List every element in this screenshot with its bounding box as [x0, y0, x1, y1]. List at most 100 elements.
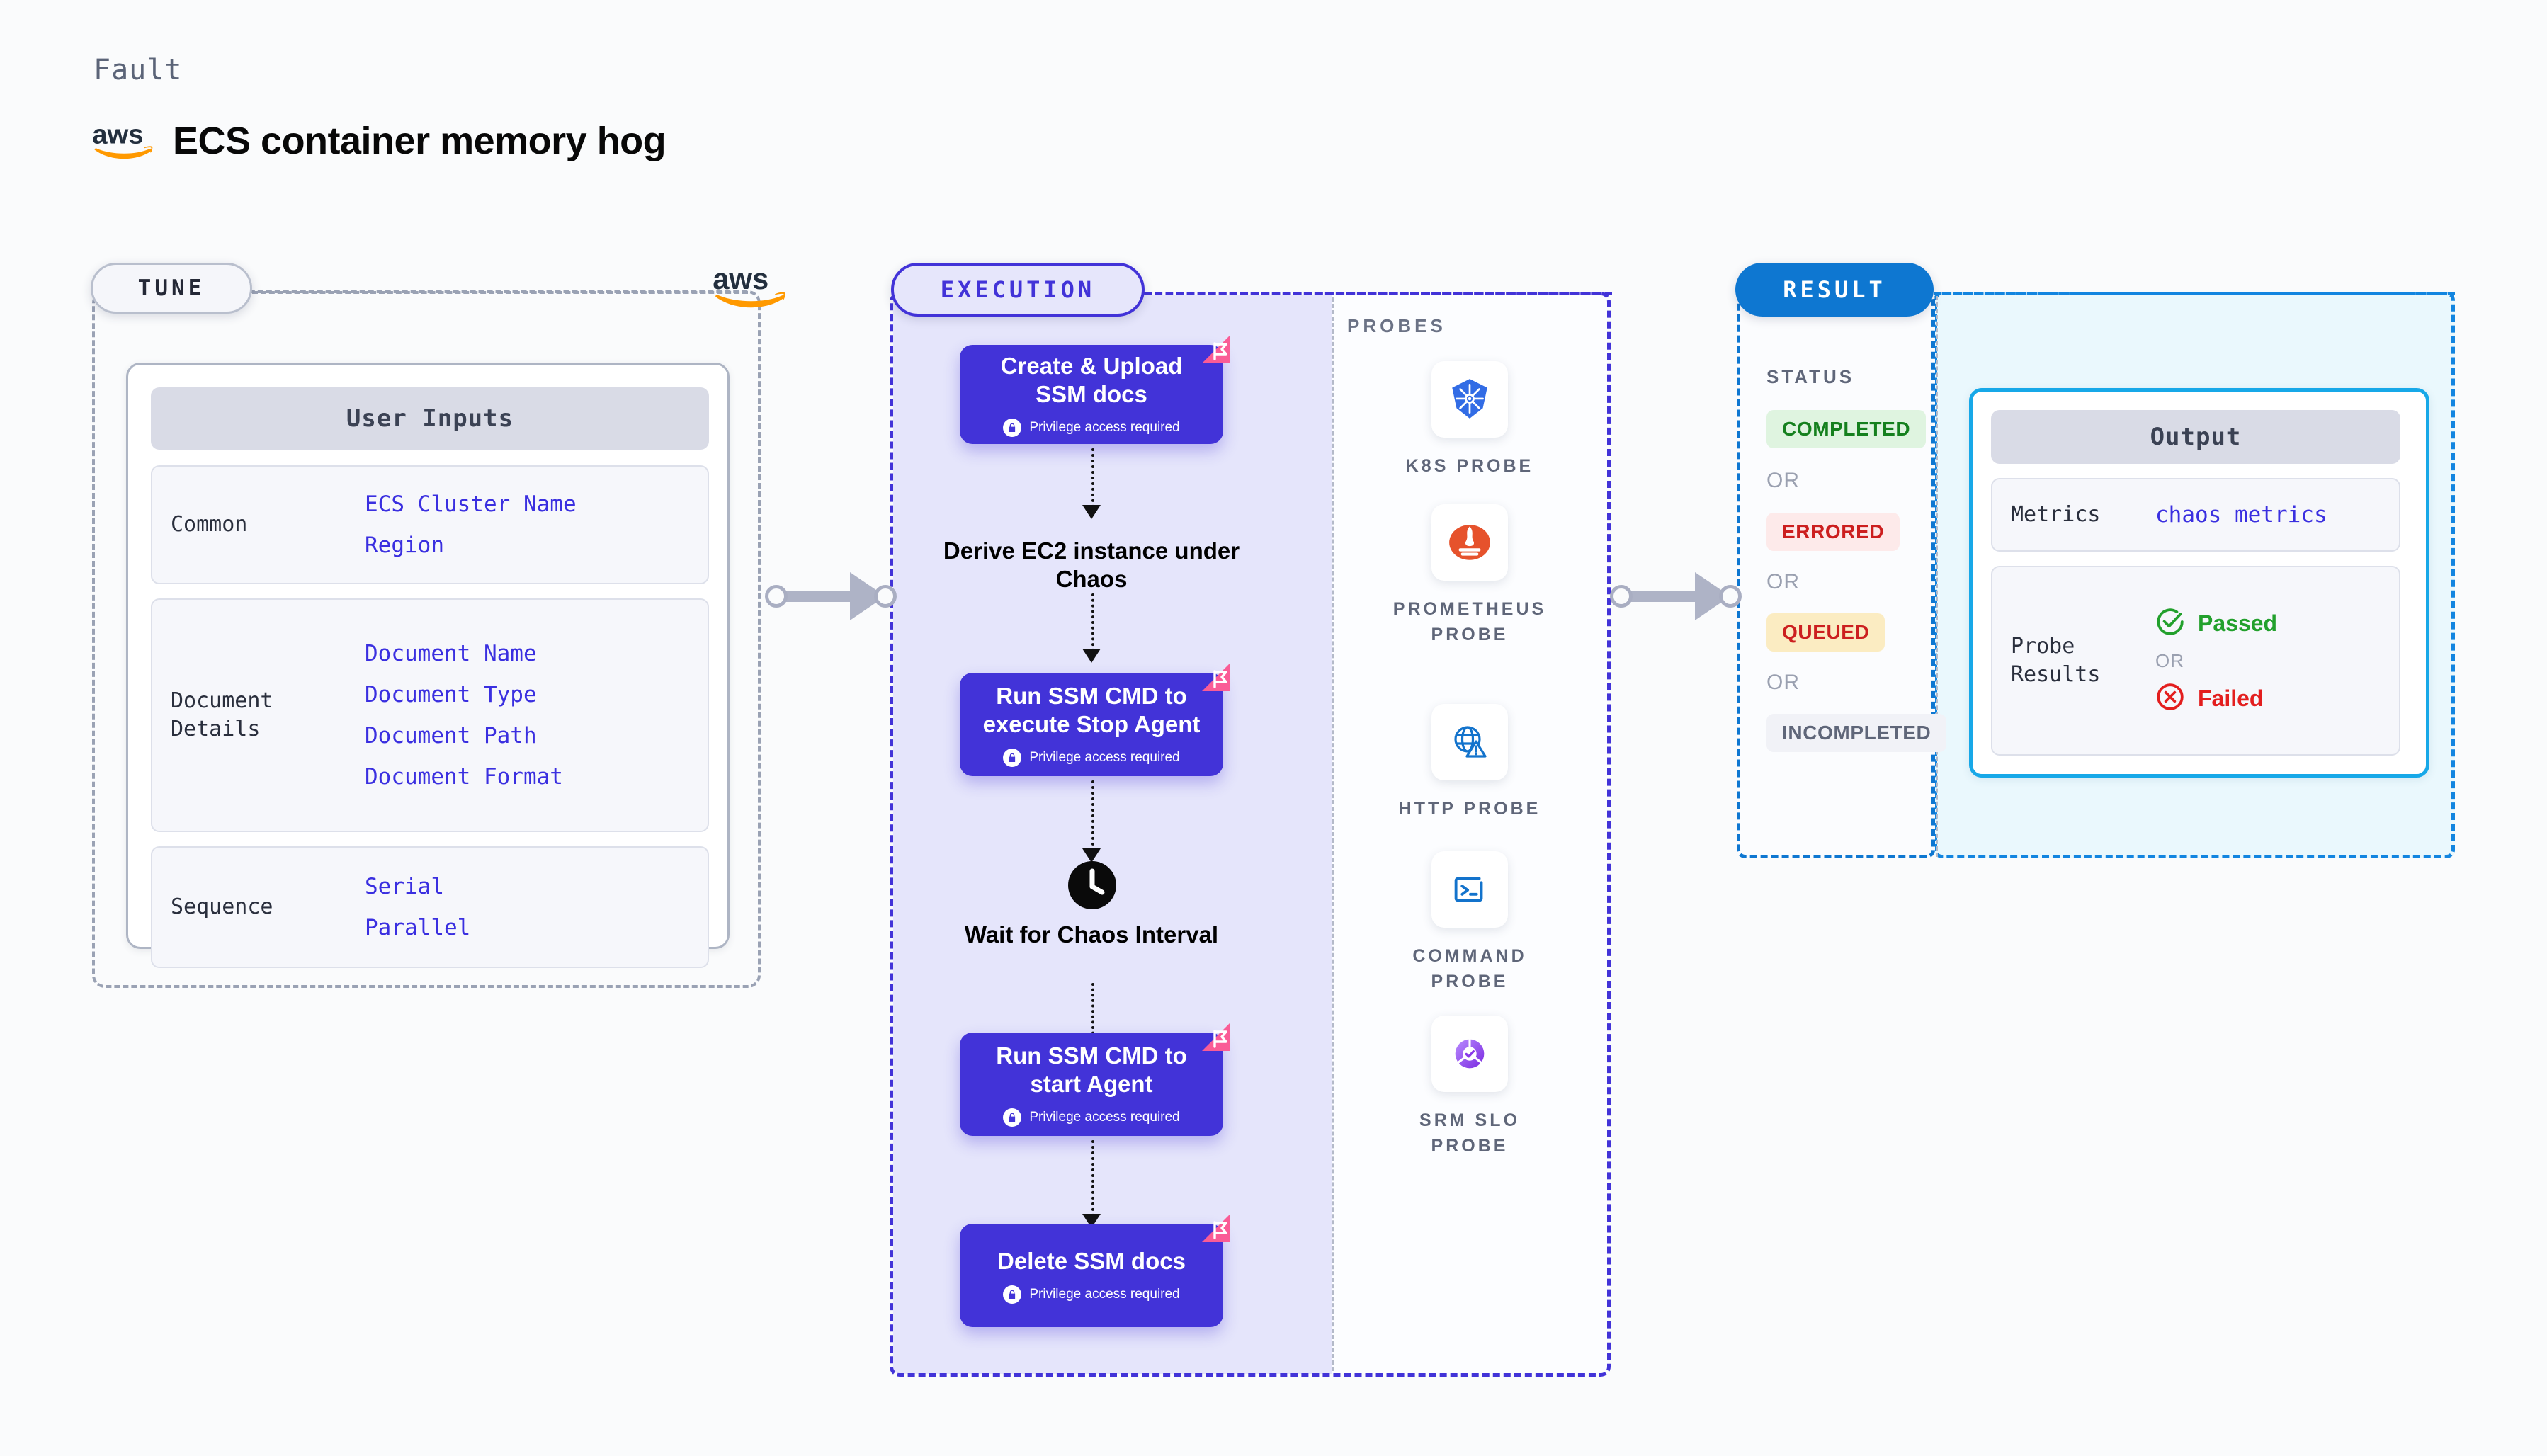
or-separator: OR	[1766, 469, 1800, 492]
user-inputs-title: User Inputs	[151, 387, 709, 450]
probe-label: PROMETHEUS PROBE	[1392, 599, 1547, 645]
input-value[interactable]: ECS Cluster Name	[365, 491, 577, 517]
http-globe-warning-icon	[1431, 704, 1508, 780]
lock-icon	[1003, 749, 1022, 768]
output-metrics-label: Metrics	[2011, 501, 2101, 527]
output-card: Output Metrics chaos metrics Probe Resul…	[1969, 388, 2429, 778]
connector-tune-to-execution	[765, 572, 897, 620]
probe-srm-slo[interactable]: SRM SLO PROBE	[1378, 1016, 1562, 1159]
flow-step-create-upload-ssm-docs[interactable]: Create & Upload SSM docs Privilege acces…	[960, 335, 1230, 444]
input-group-values: Serial Parallel	[365, 874, 470, 940]
execution-flow-background	[893, 295, 1332, 1374]
execution-pill-label[interactable]: EXECUTION	[891, 263, 1145, 317]
status-section-label: STATUS	[1766, 366, 1855, 387]
aws-logo-icon: aws	[91, 119, 156, 163]
input-group-common: Common ECS Cluster Name Region	[151, 465, 709, 584]
probe-http[interactable]: HTTP PROBE	[1378, 704, 1562, 821]
flow-step-run-ssm-cmd-start-agent[interactable]: Run SSM CMD to start Agent Privilege acc…	[960, 1023, 1230, 1136]
flow-edge	[1091, 593, 1094, 652]
output-title: Output	[1991, 410, 2400, 464]
flow-edge	[1091, 983, 1094, 1045]
or-separator: OR	[2155, 649, 2184, 671]
input-value[interactable]: Document Name	[365, 641, 537, 666]
flag-corner-icon	[1199, 1211, 1233, 1245]
page-title-row: aws ECS container memory hog	[91, 119, 666, 163]
probe-result-passed-label: Passed	[2198, 610, 2278, 636]
probe-label: HTTP PROBE	[1398, 799, 1541, 819]
result-dashed-connector	[1934, 292, 2455, 295]
input-value[interactable]: Document Format	[365, 764, 563, 790]
flow-arrowhead-icon	[1082, 848, 1101, 863]
privilege-note: Privilege access required	[1003, 1285, 1180, 1304]
connector-start-dot	[1610, 585, 1633, 608]
flow-arrowhead-icon	[1082, 505, 1101, 519]
status-badge-incompleted: INCOMPLETED	[1766, 714, 1947, 752]
result-status-panel	[1737, 292, 1935, 858]
probe-result-failed: Failed	[2155, 682, 2277, 715]
input-group-label: Common	[171, 511, 248, 537]
lock-icon	[1003, 1285, 1022, 1304]
input-value[interactable]: Region	[365, 533, 444, 558]
flow-step-title: Run SSM CMD to execute Stop Agent	[982, 682, 1201, 737]
input-group-values: ECS Cluster Name Region	[365, 491, 577, 558]
flow-step-delete-ssm-docs[interactable]: Delete SSM docs Privilege access require…	[960, 1214, 1230, 1327]
flow-edge	[1091, 780, 1094, 851]
status-badge-completed: COMPLETED	[1766, 410, 1927, 448]
input-value[interactable]: Document Path	[365, 723, 537, 749]
status-badge-errored: ERRORED	[1766, 513, 1900, 551]
flag-corner-icon	[1199, 332, 1233, 366]
output-metrics-value[interactable]: chaos metrics	[2155, 502, 2327, 528]
tune-pill-label[interactable]: TUNE	[91, 263, 252, 314]
probes-section-label: PROBES	[1347, 315, 1446, 336]
status-badge-queued: QUEUED	[1766, 613, 1885, 652]
flow-edge	[1091, 1140, 1094, 1217]
kubernetes-icon	[1431, 361, 1508, 438]
check-circle-icon	[2155, 607, 2185, 640]
page-eyebrow: Fault	[93, 54, 183, 86]
input-value[interactable]: Parallel	[365, 915, 471, 940]
x-circle-icon	[2155, 682, 2185, 715]
input-value[interactable]: Serial	[365, 874, 444, 899]
probe-result-passed: Passed	[2155, 607, 2277, 640]
flag-corner-icon	[1199, 1020, 1233, 1054]
or-separator: OR	[1766, 671, 1800, 694]
input-group-values: Document Name Document Type Document Pat…	[365, 641, 563, 790]
input-group-label: Document Details	[171, 688, 273, 742]
result-pill-label[interactable]: RESULT	[1735, 263, 1934, 317]
flow-step-title: Run SSM CMD to start Agent	[996, 1042, 1187, 1097]
flow-step-title: Create & Upload SSM docs	[1000, 352, 1183, 407]
flow-step-run-ssm-cmd-stop-agent[interactable]: Run SSM CMD to execute Stop Agent Privil…	[960, 663, 1230, 776]
svg-text:aws: aws	[92, 120, 143, 150]
probe-k8s[interactable]: K8S PROBE	[1378, 361, 1562, 479]
flow-arrowhead-icon	[1082, 649, 1101, 663]
flow-step-derive-ec2-instance: Derive EC2 instance under Chaos	[943, 537, 1240, 594]
output-probe-results-label: Probe Results	[2011, 633, 2101, 688]
input-value[interactable]: Document Type	[365, 682, 537, 707]
user-inputs-card: User Inputs Common ECS Cluster Name Regi…	[126, 363, 730, 968]
or-separator: OR	[1766, 570, 1800, 593]
tune-dashed-connector	[252, 291, 748, 294]
probe-label: COMMAND PROBE	[1412, 946, 1527, 992]
privilege-text: Privilege access required	[1029, 750, 1180, 766]
connector-bar	[1630, 591, 1701, 602]
probe-label: SRM SLO PROBE	[1419, 1110, 1520, 1156]
probe-result-failed-label: Failed	[2198, 685, 2264, 711]
connector-execution-to-result	[1610, 572, 1742, 620]
flow-step-wait-for-chaos-interval: Wait for Chaos Interval	[943, 921, 1240, 949]
input-group-label: Sequence	[171, 894, 273, 919]
prometheus-icon	[1431, 504, 1508, 581]
privilege-text: Privilege access required	[1029, 1287, 1180, 1302]
srm-slo-icon	[1431, 1016, 1508, 1092]
page-title: ECS container memory hog	[173, 120, 666, 162]
connector-end-dot	[874, 585, 897, 608]
privilege-note: Privilege access required	[1003, 1108, 1180, 1127]
connector-start-dot	[765, 585, 788, 608]
probes-divider	[1332, 297, 1334, 1371]
flow-step-title: Wait for Chaos Interval	[964, 921, 1219, 948]
output-group-metrics: Metrics chaos metrics	[1991, 478, 2400, 552]
aws-provider-icon: aws	[711, 261, 789, 314]
flow-edge	[1091, 448, 1094, 508]
privilege-text: Privilege access required	[1029, 1110, 1180, 1125]
probe-command[interactable]: COMMAND PROBE	[1378, 851, 1562, 995]
probe-prometheus[interactable]: PROMETHEUS PROBE	[1378, 504, 1562, 648]
